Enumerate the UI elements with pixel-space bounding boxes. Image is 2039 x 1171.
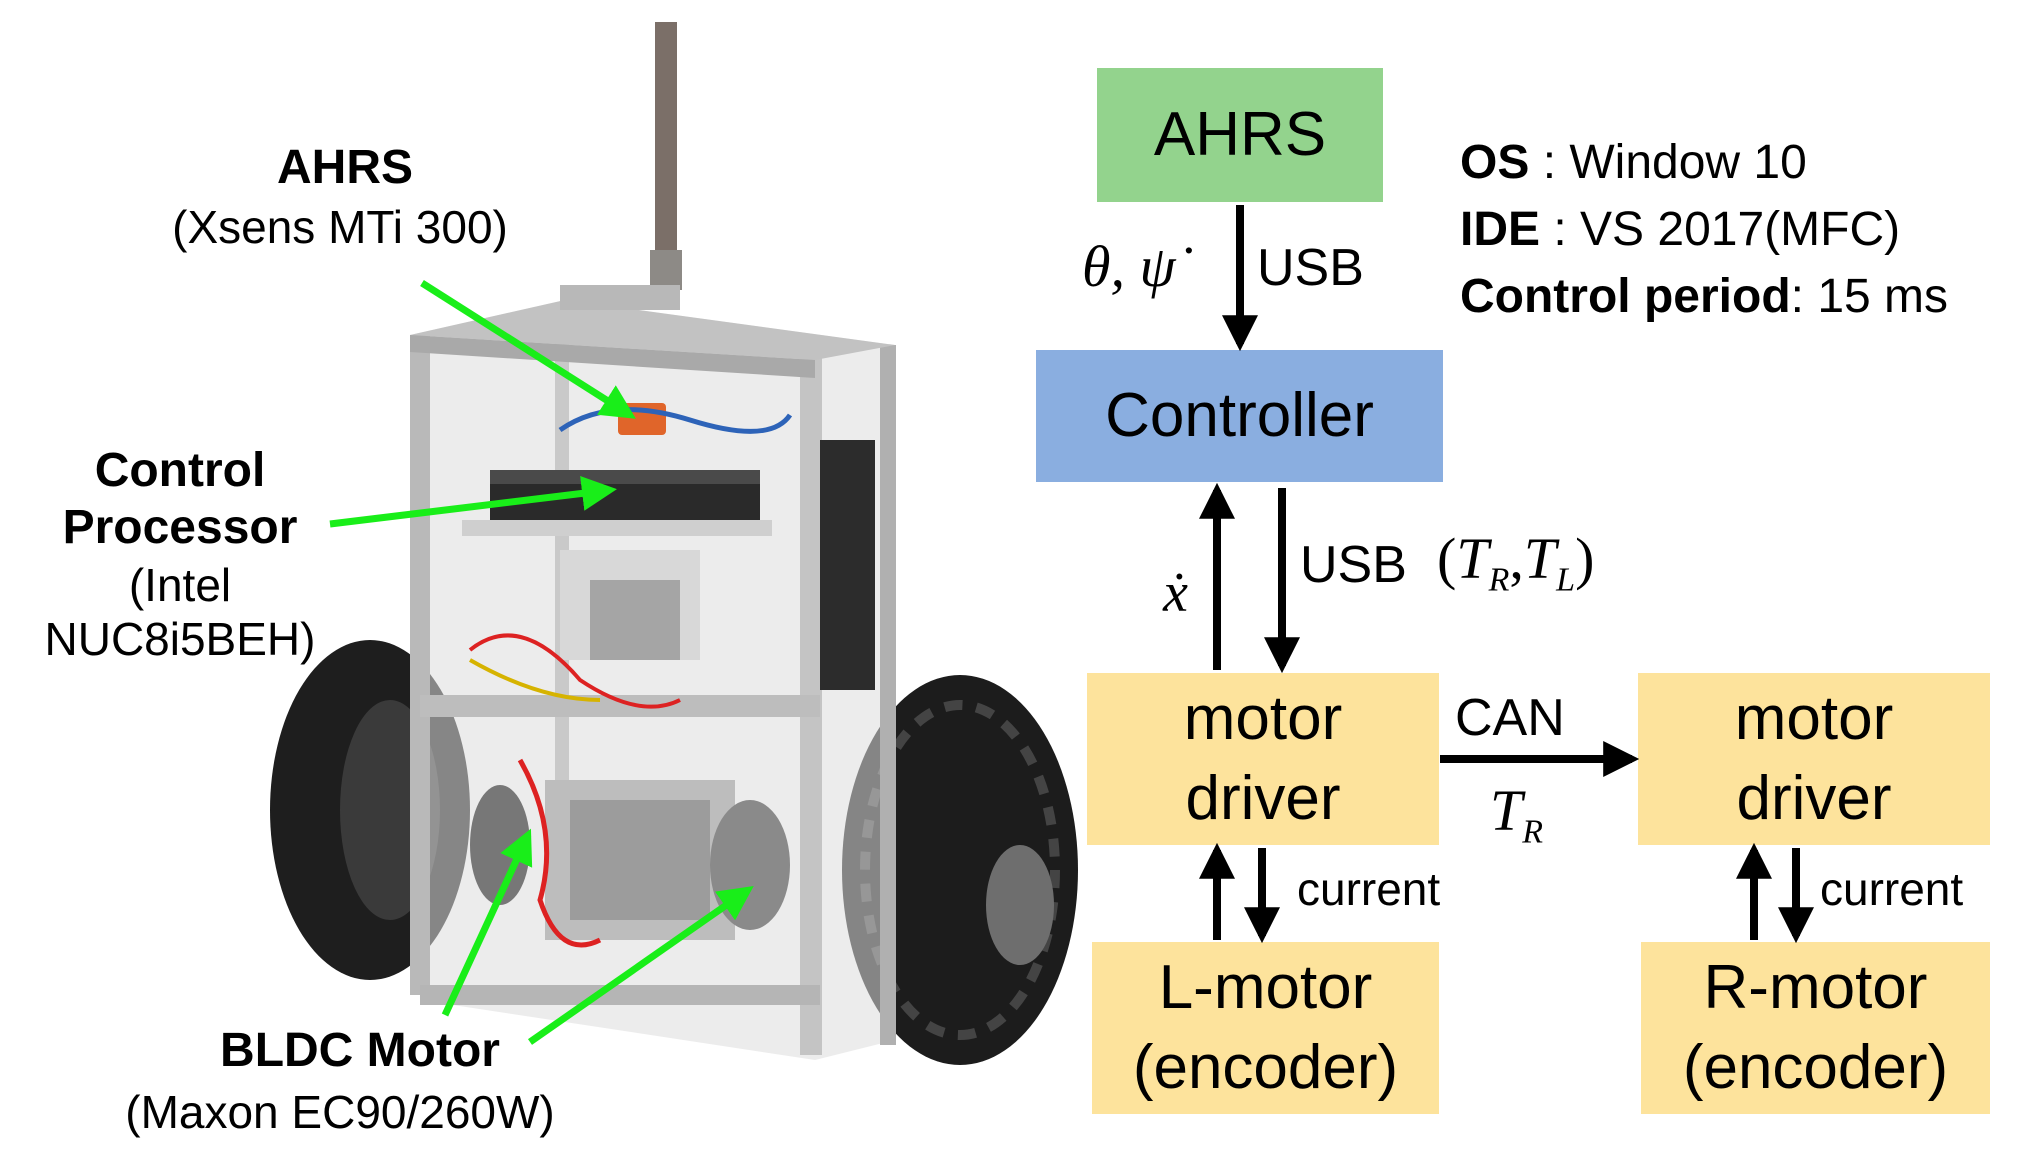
- torque-command-label: (TR,TL): [1437, 526, 1595, 599]
- ahrs-block: AHRS: [1097, 68, 1383, 202]
- ide-info: IDE : VS 2017(MFC): [1460, 203, 1901, 256]
- r-motor-block: R-motor(encoder): [1641, 942, 1990, 1114]
- os-info: OS : Window 10: [1460, 136, 1807, 189]
- motor-callout-arrow-2: [527, 885, 754, 1045]
- can-label: CAN: [1455, 689, 1565, 747]
- ahrs-signal-label: θ, ψ̇: [1082, 234, 1176, 299]
- left-current-label: current: [1297, 863, 1441, 915]
- usb-command-label: USB: [1300, 536, 1407, 594]
- processor-callout-arrow: [329, 476, 617, 528]
- right-wheel: [842, 675, 1078, 1065]
- control-period-info: Control period: 15 ms: [1460, 270, 1949, 323]
- l-motor-block: L-motor(encoder): [1092, 942, 1439, 1114]
- driver-board: [820, 440, 875, 690]
- processor-photo-title-2: Processor: [62, 501, 298, 554]
- velocity-feedback-label: ẋ: [1163, 562, 1188, 624]
- processor-photo-model-2: NUC8i5BEH): [44, 613, 316, 665]
- controller-block: Controller: [1036, 350, 1443, 482]
- processor-photo-model-1: (Intel: [128, 559, 232, 611]
- motor-photo-title: BLDC Motor: [220, 1024, 500, 1077]
- motor-callout-arrow-1: [441, 828, 533, 1017]
- processor-photo-title-1: Control: [94, 444, 266, 497]
- ahrs-photo-title: AHRS: [276, 141, 413, 194]
- ahrs-photo-model: (Xsens MTi 300): [172, 201, 508, 253]
- ahrs-callout-arrow: [420, 280, 636, 419]
- can-torque-label: TR: [1490, 778, 1544, 851]
- usb-top-label: USB: [1257, 239, 1364, 297]
- robot-pole: [655, 22, 677, 297]
- right-current-label: current: [1820, 863, 1964, 915]
- motor-photo-model: (Maxon EC90/260W): [125, 1086, 555, 1138]
